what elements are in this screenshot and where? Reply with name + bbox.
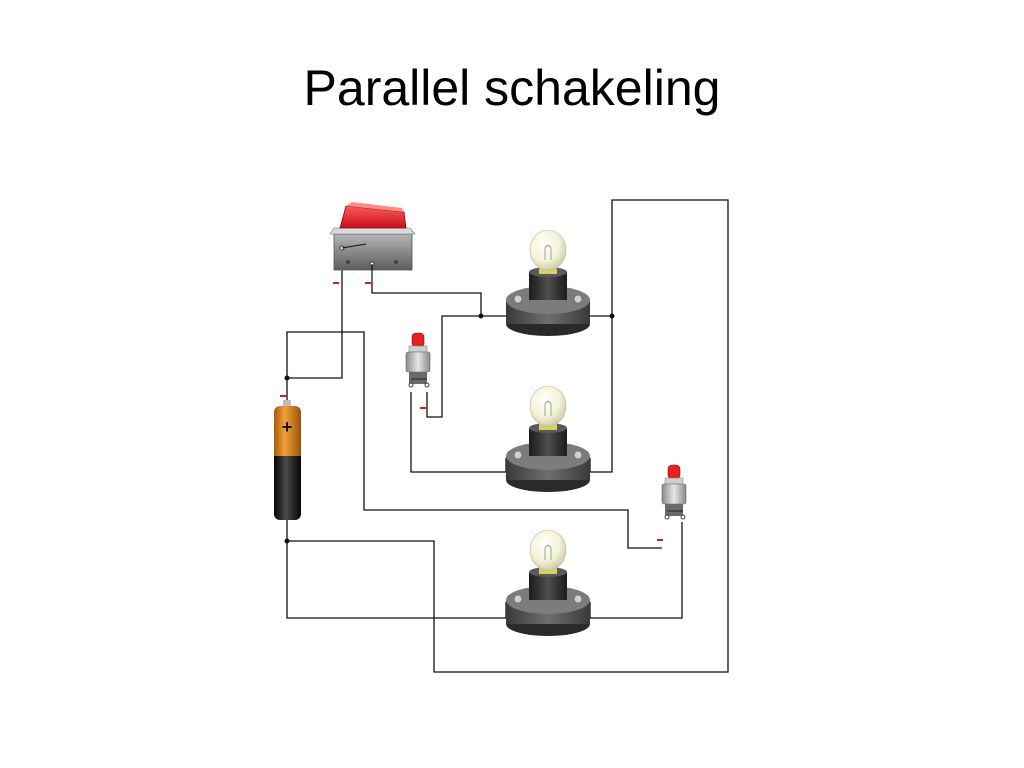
- battery-plus-label: +: [282, 417, 293, 437]
- terminal-markers: [280, 282, 663, 541]
- wire-battery-to-switch: [286, 248, 343, 408]
- rocker-switch-icon[interactable]: [329, 202, 416, 283]
- junction-dot: [478, 313, 484, 319]
- terminal-marker: [280, 395, 286, 397]
- junction-dot: [284, 375, 290, 381]
- terminal-marker: [420, 407, 426, 409]
- wire-lamp-2-to-return: [589, 316, 613, 473]
- wire-lamp-1-to-return: [286, 199, 729, 673]
- push-button-icon[interactable]: [661, 464, 687, 520]
- terminal-marker: [333, 282, 339, 284]
- junction-dot: [609, 313, 615, 319]
- battery-icon: +: [274, 400, 301, 520]
- lamp-icon: [506, 229, 590, 336]
- lamp-icon: [506, 529, 590, 636]
- terminal-marker: [657, 539, 663, 541]
- terminal-marker: [365, 282, 371, 284]
- wire-junction-to-pushbutton-1: [426, 315, 481, 418]
- wire-battery-to-lamp-3: [286, 541, 507, 619]
- lamp-icon: [506, 385, 590, 492]
- wire-battery-to-pushbutton-2: [286, 331, 662, 549]
- wire-switch-to-lamp-1: [371, 283, 506, 317]
- page-title: Parallel schakeling: [303, 60, 721, 116]
- push-button-icon[interactable]: [405, 332, 431, 388]
- junction-dot: [284, 538, 290, 544]
- junction-dots: [284, 313, 615, 544]
- wire-lamp-3-to-pushbutton-2: [589, 522, 683, 619]
- wire-pushbutton-1-to-lamp-2: [410, 392, 507, 473]
